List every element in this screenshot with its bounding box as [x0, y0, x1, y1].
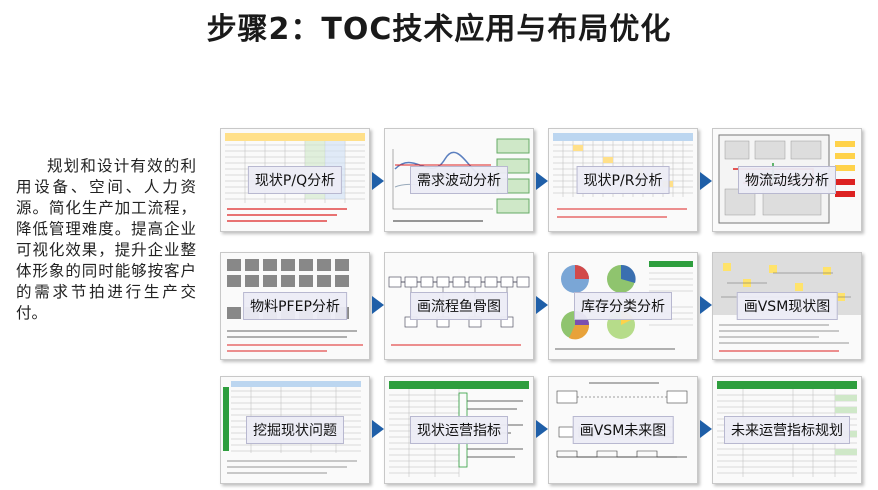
- card-current-kpis[interactable]: 现状运营指标: [384, 376, 534, 484]
- description-text: 规划和设计有效的利用设备、空间、人力资源。简化生产加工流程，降低管理难度。提高企…: [16, 157, 196, 322]
- card-label: 需求波动分析: [410, 166, 508, 194]
- card-label: 画流程鱼骨图: [410, 292, 508, 320]
- arrow-right-icon: [700, 172, 712, 190]
- card-current-problems[interactable]: 挖掘现状问题: [220, 376, 370, 484]
- page-title: 步骤2：TOC技术应用与布局优化: [206, 12, 672, 47]
- arrow-right-icon: [536, 420, 548, 438]
- card-pfep-analysis[interactable]: 物料PFEP分析: [220, 252, 370, 360]
- arrow-right-icon: [372, 296, 384, 314]
- card-label: 未来运营指标规划: [724, 416, 850, 444]
- card-label: 现状P/Q分析: [247, 166, 343, 194]
- card-label: 现状P/R分析: [576, 166, 670, 194]
- card-vsm-current[interactable]: 画VSM现状图: [712, 252, 862, 360]
- card-label: 画VSM现状图: [736, 292, 838, 320]
- card-inventory-classification[interactable]: 库存分类分析: [548, 252, 698, 360]
- card-future-kpi-plan[interactable]: 未来运营指标规划: [712, 376, 862, 484]
- arrow-right-icon: [700, 420, 712, 438]
- arrow-right-icon: [536, 172, 548, 190]
- card-label: 画VSM未来图: [572, 416, 674, 444]
- card-label: 物料PFEP分析: [243, 292, 347, 320]
- analysis-grid: 现状P/Q分析 需求波动分析: [220, 128, 862, 484]
- card-demand-fluctuation[interactable]: 需求波动分析: [384, 128, 534, 232]
- card-pq-analysis[interactable]: 现状P/Q分析: [220, 128, 370, 232]
- card-label: 物流动线分析: [738, 166, 836, 194]
- card-vsm-future[interactable]: 画VSM未来图: [548, 376, 698, 484]
- arrow-right-icon: [372, 420, 384, 438]
- card-logistics-route[interactable]: 物流动线分析: [712, 128, 862, 232]
- card-label: 挖掘现状问题: [246, 416, 344, 444]
- card-pr-analysis[interactable]: 现状P/R分析: [548, 128, 698, 232]
- arrow-right-icon: [700, 296, 712, 314]
- card-fishbone-diagram[interactable]: 画流程鱼骨图: [384, 252, 534, 360]
- arrow-right-icon: [536, 296, 548, 314]
- card-label: 库存分类分析: [574, 292, 672, 320]
- arrow-right-icon: [372, 172, 384, 190]
- card-label: 现状运营指标: [410, 416, 508, 444]
